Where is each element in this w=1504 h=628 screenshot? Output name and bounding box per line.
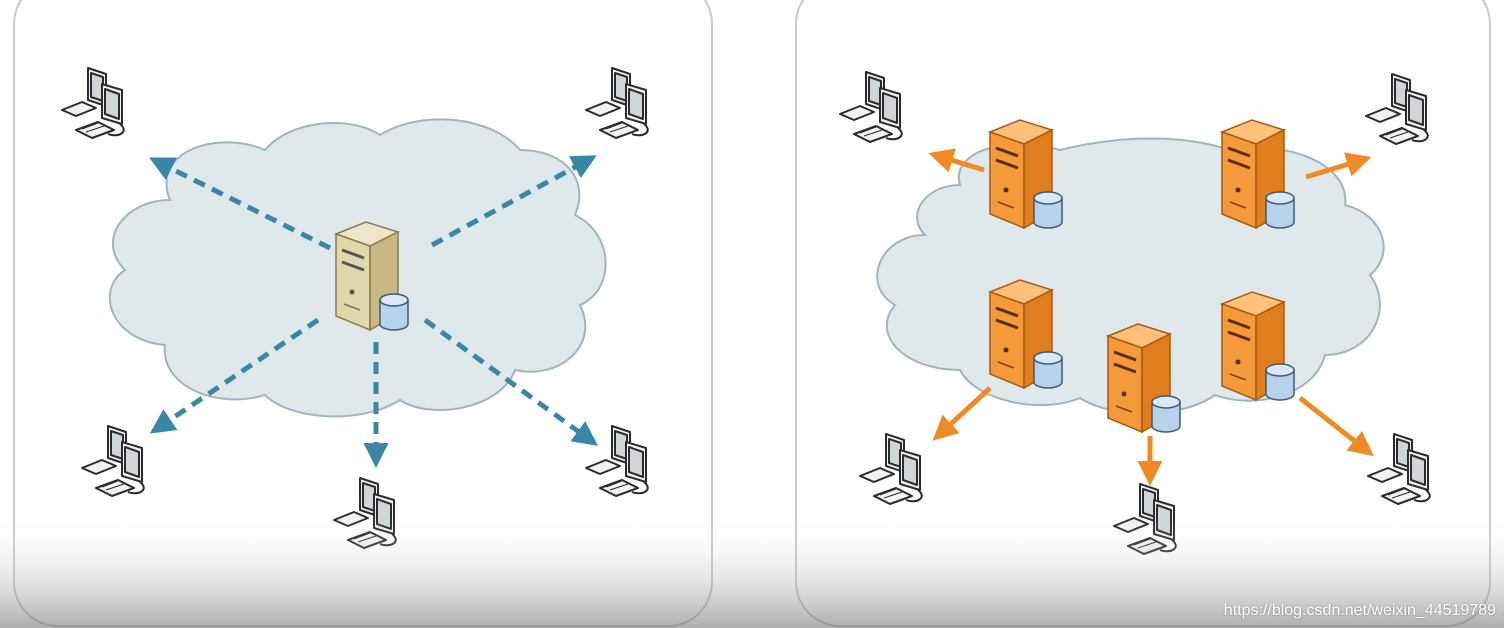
edge-server-icon xyxy=(988,118,1064,230)
edge-server-icon xyxy=(1106,322,1182,434)
edge-server-icon xyxy=(1220,118,1296,230)
arrow-to-top-left xyxy=(149,157,332,251)
edge-server-icon xyxy=(988,278,1064,390)
distributed-arrows xyxy=(928,148,1374,486)
arrow-to-top-left xyxy=(928,148,985,173)
distributed-diagram xyxy=(795,0,1491,627)
arrow-to-bottom-left xyxy=(149,317,320,434)
arrow-to-top-right xyxy=(430,155,597,248)
centralized-diagram xyxy=(13,0,713,627)
watermark: https://blog.csdn.net/weixin_44519789 xyxy=(1223,602,1496,619)
arrow-to-top-right xyxy=(1305,152,1372,180)
edge-server-icon xyxy=(1220,290,1296,402)
centralized-arrows xyxy=(149,155,599,468)
central-server-icon xyxy=(334,220,410,332)
arrow-to-bottom-right xyxy=(1298,396,1374,457)
bottom-shadow xyxy=(0,515,1504,628)
arrow-to-bottom-right xyxy=(423,317,599,446)
arrow-to-bottom-left xyxy=(932,386,992,441)
